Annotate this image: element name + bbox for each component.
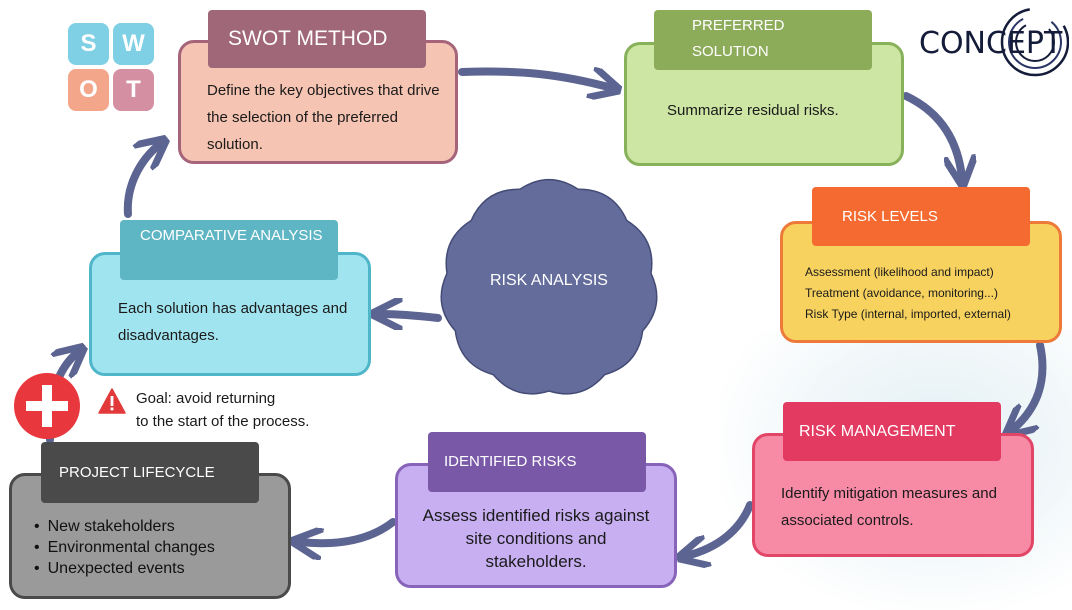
- identified-risks-description: Assess identified risks against site con…: [422, 506, 650, 571]
- risk-management-description: Identify mitigation measures and associa…: [781, 485, 997, 529]
- swot-method-description: Define the key objectives that drive the…: [207, 82, 440, 153]
- risk-levels-title: RISK LEVELS: [812, 187, 1030, 246]
- arrow-center-to-comparative: [380, 314, 442, 318]
- comparative-analysis-title: COMPARATIVE ANALYSIS: [120, 220, 338, 280]
- comparative-analysis-description: Each solution has advantages and disadva…: [118, 300, 348, 344]
- concept-logo-text: CONCEPT: [919, 26, 1063, 61]
- risk-levels-line: Risk Type (internal, imported, external): [805, 307, 1011, 321]
- swot-method-title-text: SWOT METHOD: [228, 27, 388, 50]
- identified-risks-title-text: IDENTIFIED RISKS: [444, 453, 577, 470]
- list-item: New stakeholders: [34, 516, 215, 537]
- risk-levels-line: Treatment (avoidance, monitoring...): [805, 286, 998, 300]
- risk-levels-line: Assessment (likelihood and impact): [805, 265, 994, 279]
- comparative-analysis-title-text: COMPARATIVE ANALYSIS: [140, 227, 323, 244]
- risk-management-title: RISK MANAGEMENT: [783, 402, 1001, 461]
- preferred-solution-title-text: PREFERRED SOLUTION: [692, 17, 785, 60]
- list-item: Environmental changes: [34, 537, 215, 558]
- arrow-preferred-to-levels: [902, 92, 962, 178]
- risk-levels-list: Assessment (likelihood and impact) Treat…: [805, 262, 1045, 325]
- arrow-levels-to-management: [1012, 341, 1047, 430]
- swot-logo: S W O T: [68, 23, 154, 111]
- goal-note: Goal: avoid returning to the start of th…: [136, 387, 309, 433]
- swot-method-title: SWOT METHOD: [208, 10, 426, 68]
- risk-levels-title-text: RISK LEVELS: [842, 207, 938, 225]
- concept-rings-icon: [1000, 7, 1069, 77]
- project-lifecycle-title: PROJECT LIFECYCLE: [41, 442, 259, 503]
- preferred-solution-title: PREFERRED SOLUTION: [654, 10, 872, 70]
- risk-analysis-label: RISK ANALYSIS: [490, 272, 608, 289]
- identified-risks-title: IDENTIFIED RISKS: [428, 432, 646, 492]
- goal-note-line: Goal: avoid returning: [136, 390, 276, 407]
- arrow-swot-to-preferred: [458, 72, 612, 88]
- arrow-identified-to-lifecycle: [300, 518, 397, 543]
- risk-management-title-text: RISK MANAGEMENT: [799, 422, 956, 440]
- concept-logo: CONCEPT: [917, 2, 1069, 78]
- warning-icon: [98, 388, 126, 414]
- project-lifecycle-title-text: PROJECT LIFECYCLE: [59, 463, 215, 481]
- project-lifecycle-list: New stakeholders Environmental changes U…: [34, 516, 215, 579]
- arrow-comparative-to-swot: [123, 144, 160, 218]
- preferred-solution-description: Summarize residual risks.: [667, 102, 839, 119]
- swot-letter-s: S: [68, 23, 109, 65]
- arrow-management-to-identified: [686, 501, 754, 556]
- list-item: Unexpected events: [34, 558, 215, 579]
- goal-note-line: to the start of the process.: [136, 413, 310, 430]
- swot-letter-o: O: [68, 69, 109, 111]
- plus-icon: [14, 373, 80, 439]
- swot-letter-t: T: [113, 69, 154, 111]
- swot-letter-w: W: [113, 23, 154, 65]
- risk-analysis-shape: [440, 178, 658, 395]
